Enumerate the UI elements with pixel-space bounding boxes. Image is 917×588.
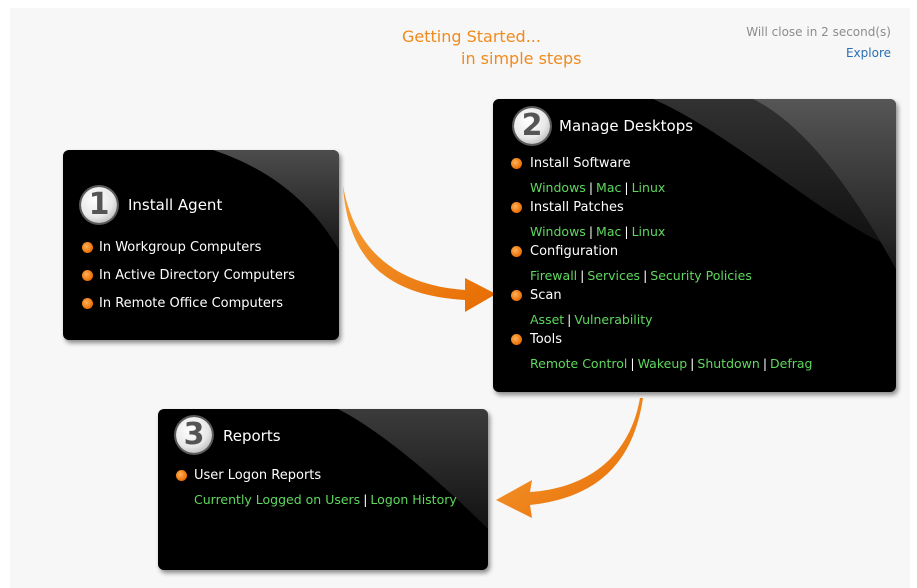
step-1-panel: 1 Install Agent In Workgroup Computers I… <box>63 150 339 340</box>
explore-link[interactable]: Explore <box>845 46 891 60</box>
scan-label: Scan <box>530 288 562 303</box>
configuration-security-policies-link[interactable]: Security Policies <box>650 268 752 283</box>
install-software-links: Windows|Mac|Linux <box>530 180 666 195</box>
user-logon-reports-label: User Logon Reports <box>194 468 322 483</box>
tools-links: Remote Control|Wakeup|Shutdown|Defrag <box>530 356 813 371</box>
tools-label: Tools <box>530 332 563 347</box>
tools-remote-control-link[interactable]: Remote Control <box>530 356 628 371</box>
scan-asset-link[interactable]: Asset <box>530 312 565 327</box>
scan-links: Asset|Vulnerability <box>530 312 653 327</box>
auto-close-notice: Will close in 2 second(s) <box>746 25 891 39</box>
step-3-panel: 3 Reports User Logon Reports Currently L… <box>158 409 488 570</box>
install-patches-label: Install Patches <box>530 200 624 215</box>
page-subtitle: in simple steps <box>461 49 582 68</box>
bullet-icon <box>511 158 522 169</box>
step-number-badge: 2 <box>514 108 550 144</box>
user-logon-reports-links: Currently Logged on Users|Logon History <box>194 492 457 507</box>
bullet-icon <box>511 202 522 213</box>
step-title: Manage Desktops <box>559 117 694 135</box>
configuration-firewall-link[interactable]: Firewall <box>530 268 578 283</box>
install-patches-links: Windows|Mac|Linux <box>530 224 666 239</box>
bullet-icon <box>176 470 187 481</box>
scan-vulnerability-link[interactable]: Vulnerability <box>574 312 653 327</box>
tools-wakeup-link[interactable]: Wakeup <box>637 356 688 371</box>
tools-shutdown-link[interactable]: Shutdown <box>697 356 760 371</box>
bullet-icon <box>82 270 93 281</box>
page-title: Getting Started... <box>402 27 541 46</box>
step-title: Reports <box>223 427 281 445</box>
tools-defrag-link[interactable]: Defrag <box>770 356 813 371</box>
install-software-mac-link[interactable]: Mac <box>596 180 622 195</box>
install-patches-mac-link[interactable]: Mac <box>596 224 622 239</box>
install-software-windows-link[interactable]: Windows <box>530 180 586 195</box>
step-2-panel: 2 Manage Desktops Install Software Windo… <box>493 99 896 392</box>
step-number-badge: 1 <box>81 187 117 223</box>
install-agent-remote-office[interactable]: In Remote Office Computers <box>99 296 283 311</box>
configuration-services-link[interactable]: Services <box>587 268 641 283</box>
step-title: Install Agent <box>128 196 223 214</box>
logon-history-link[interactable]: Logon History <box>370 492 457 507</box>
configuration-links: Firewall|Services|Security Policies <box>530 268 752 283</box>
install-software-linux-link[interactable]: Linux <box>631 180 666 195</box>
install-patches-windows-link[interactable]: Windows <box>530 224 586 239</box>
bullet-icon <box>511 290 522 301</box>
install-agent-active-directory[interactable]: In Active Directory Computers <box>99 268 295 283</box>
step-number-badge: 3 <box>176 417 212 453</box>
configuration-label: Configuration <box>530 244 619 259</box>
bullet-icon <box>82 242 93 253</box>
install-software-label: Install Software <box>530 156 631 171</box>
install-agent-workgroup[interactable]: In Workgroup Computers <box>99 240 262 255</box>
currently-logged-on-users-link[interactable]: Currently Logged on Users <box>194 492 361 507</box>
bullet-icon <box>511 246 522 257</box>
bullet-icon <box>82 298 93 309</box>
install-patches-linux-link[interactable]: Linux <box>631 224 666 239</box>
bullet-icon <box>511 334 522 345</box>
